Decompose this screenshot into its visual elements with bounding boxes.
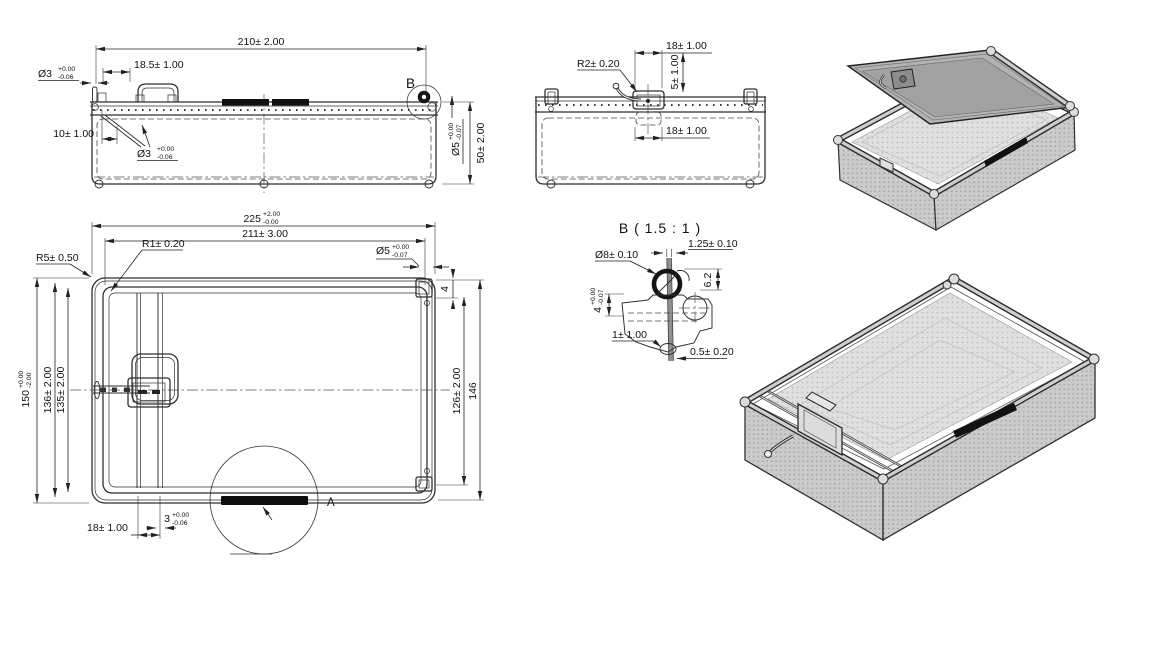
svg-text:+0.00: +0.00 (172, 512, 189, 519)
hinge-clip-top (415, 278, 433, 298)
engraved-marking-iso (953, 403, 1017, 438)
dim-keeper-width: 18± 1.00 (666, 125, 707, 137)
dim-4-group: 4 +0.00 -0.07 (590, 288, 605, 313)
dim-height: 50± 2.00 (475, 122, 487, 163)
isometric-open-view (833, 46, 1079, 232)
svg-text:-0.06: -0.06 (58, 74, 74, 81)
dim-wire-dia: 3 (164, 513, 170, 525)
engraved-marking (221, 496, 308, 505)
detail-b-balloon (406, 84, 442, 120)
dim-wire-width: 1.25± 0.10 (688, 238, 738, 250)
dim-146: 146 (467, 382, 479, 400)
latch-top-tab (805, 391, 837, 412)
latch-bracket (797, 402, 843, 457)
latch-pin-end (93, 381, 101, 399)
svg-text:-0.00: -0.00 (263, 219, 279, 226)
hinge-clip-bottom (415, 476, 433, 492)
svg-text:4: 4 (592, 307, 604, 313)
side-elevation-view: B 210± 2.00 18.5± 1.00 Ø3 +0.00 -0.06 10… (38, 36, 487, 193)
dim-r1: R1± 0.20 (142, 238, 185, 250)
dim-overall-length: 210± 2.00 (238, 36, 285, 48)
basket-floor-mesh (767, 292, 1073, 461)
hinge-pin-left (92, 86, 98, 103)
latch-bracket-section (621, 294, 713, 353)
plan-view: A 225 +2.00 -0.00 211± 3.00 R1± 0.20 R5±… (18, 211, 484, 555)
dim-lid-width: 211± 3.00 (242, 228, 288, 240)
tray-body-outline (91, 102, 437, 185)
svg-text:-2.00: -2.00 (26, 372, 33, 388)
svg-text:-0.06: -0.06 (157, 154, 173, 161)
dim-62: 6.2 (702, 273, 714, 288)
svg-text:+0.00: +0.00 (58, 66, 75, 73)
detail-b-label: B (406, 76, 415, 91)
svg-text:-0.06: -0.06 (172, 520, 188, 527)
dim-pin-dia: Ø3 (38, 68, 52, 80)
dim-wire-position: 18± 1.00 (87, 522, 128, 534)
latch-plate (127, 377, 171, 408)
svg-text:-0.07: -0.07 (598, 289, 605, 305)
dim-135: 135± 2.00 (55, 367, 67, 414)
tray-end-outline (535, 97, 766, 185)
svg-text:+0.00: +0.00 (157, 146, 174, 153)
dim-depth-group: 150 +0.00 -2.00 (18, 371, 33, 408)
dim-clip: 4 (439, 286, 451, 292)
svg-text:+2.00: +2.00 (263, 211, 280, 218)
dim-hole-dia: Ø3 (137, 148, 151, 160)
detail-b-title: B ( 1.5 : 1 ) (619, 220, 701, 236)
svg-text:150: 150 (20, 390, 32, 408)
latch-keeper-hidden (635, 111, 662, 126)
dim-126: 126± 2.00 (451, 368, 463, 415)
dim-ring-dia: Ø8± 0.10 (595, 249, 638, 261)
svg-text:+0.00: +0.00 (18, 371, 25, 388)
wire-ring (651, 268, 683, 300)
dim-136: 136± 2.00 (42, 367, 54, 414)
dim-overall-width: 225 (243, 213, 261, 225)
engraved-marking-edge (222, 99, 269, 106)
dim-latch-drop: 5± 1.00 (669, 54, 681, 89)
end-elevation-view: 18± 1.00 5± 1.00 R2± 0.20 18± 1.00 (535, 40, 766, 189)
dim-r5: R5± 0.50 (36, 252, 79, 264)
latch-loop (131, 353, 179, 405)
detail-b-view: B ( 1.5 : 1 ) 1.25± 0.10 Ø8± 0.10 6.2 (590, 220, 738, 362)
dim-10: 10± 1.00 (53, 128, 94, 140)
engraved-marking-iso (984, 137, 1028, 167)
latch-strut (100, 115, 142, 148)
isometric-basket-view (739, 273, 1100, 542)
svg-text:+0.00: +0.00 (392, 244, 409, 251)
dim-handle-position: 18.5± 1.00 (134, 59, 184, 71)
dim-latch-width-top: 18± 1.00 (666, 40, 707, 52)
basket-clip (879, 157, 894, 173)
dim-1: 1± 1.00 (612, 329, 647, 341)
detail-a-label: A (327, 497, 335, 509)
svg-text:+0.00: +0.00 (448, 123, 455, 140)
svg-text:-0.07: -0.07 (392, 252, 408, 259)
svg-text:Ø5: Ø5 (450, 142, 462, 156)
dim-latch-radius: R2± 0.20 (577, 58, 620, 70)
carry-handle (137, 83, 179, 102)
dim-05: 0.5± 0.20 (690, 346, 734, 358)
svg-text:-0.07: -0.07 (456, 124, 463, 140)
dim-rail-dia-group: Ø5 +0.00 -0.07 (448, 119, 464, 164)
dim-rail-dia: Ø5 (376, 245, 390, 257)
svg-text:+0.00: +0.00 (590, 288, 597, 305)
